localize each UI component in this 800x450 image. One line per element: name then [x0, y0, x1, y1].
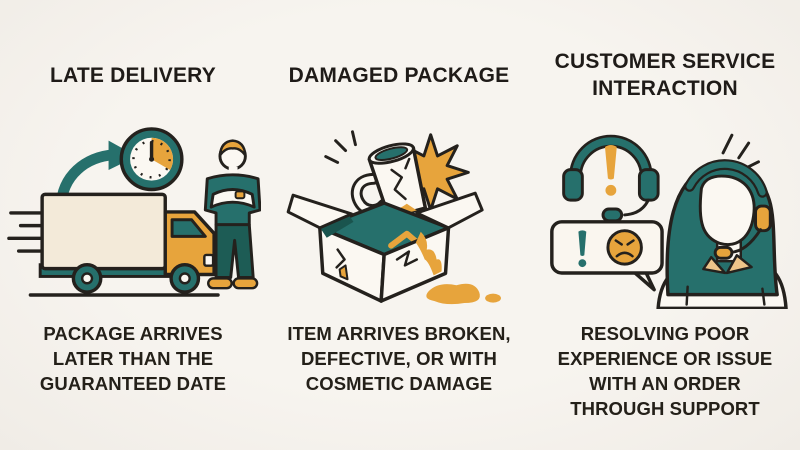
customer-service-caption: RESOLVING POOR EXPERIENCE OR ISSUE WITH …	[558, 322, 773, 422]
damaged-package-scene-icon	[286, 130, 501, 305]
sparkle-lines-icon	[324, 130, 357, 164]
caption-line: EXPERIENCE OR ISSUE	[557, 347, 773, 369]
column-customer-service: CUSTOMER SERVICE INTERACTION	[532, 0, 798, 450]
caption-line: COSMETIC DAMAGE	[305, 372, 493, 394]
chat-bubble-angry-icon	[550, 220, 664, 292]
damaged-package-caption: ITEM ARRIVES BROKEN, DEFECTIVE, OR WITH …	[287, 322, 510, 397]
column-damaged-package: DAMAGED PACKAGE	[266, 0, 532, 450]
support-agent-icon	[656, 159, 788, 309]
late-delivery-caption: PACKAGE ARRIVES LATER THAN THE GUARANTEE…	[40, 322, 226, 397]
column-late-delivery: LATE DELIVERY	[0, 0, 266, 450]
caption-line: LATER THAN THE	[52, 347, 214, 369]
caption-line: DEFECTIVE, OR WITH	[300, 347, 498, 369]
customer-service-title: CUSTOMER SERVICE INTERACTION	[555, 44, 776, 108]
late-delivery-illustration	[0, 108, 266, 312]
damaged-package-illustration	[266, 108, 532, 312]
title-line: INTERACTION	[592, 77, 738, 100]
customer-arms-crossed-icon	[203, 139, 261, 290]
late-delivery-scene-icon	[7, 127, 261, 297]
caption-line: RESOLVING POOR	[580, 323, 750, 344]
title-line: DAMAGED PACKAGE	[288, 63, 510, 87]
caption-line: THROUGH SUPPORT	[570, 397, 760, 419]
customer-service-scene-icon	[550, 133, 788, 309]
caption-line: ITEM ARRIVES BROKEN,	[287, 323, 511, 344]
headset-alert-icon	[562, 134, 660, 223]
caption-line: GUARANTEED DATE	[39, 372, 227, 394]
clock-icon	[119, 127, 184, 192]
caption-line: WITH AN ORDER	[589, 372, 741, 394]
damaged-package-title: DAMAGED PACKAGE	[289, 44, 510, 108]
late-delivery-title: LATE DELIVERY	[50, 44, 216, 108]
delivery-truck-icon	[28, 192, 220, 297]
damaged-box-icon	[286, 191, 484, 303]
caption-line: PACKAGE ARRIVES	[43, 323, 223, 344]
title-line: CUSTOMER SERVICE	[554, 50, 776, 74]
cracked-mug-icon	[350, 142, 428, 220]
spill-puddle-icon	[426, 283, 501, 305]
title-line: LATE DELIVERY	[50, 63, 216, 87]
customer-service-illustration	[532, 108, 798, 312]
